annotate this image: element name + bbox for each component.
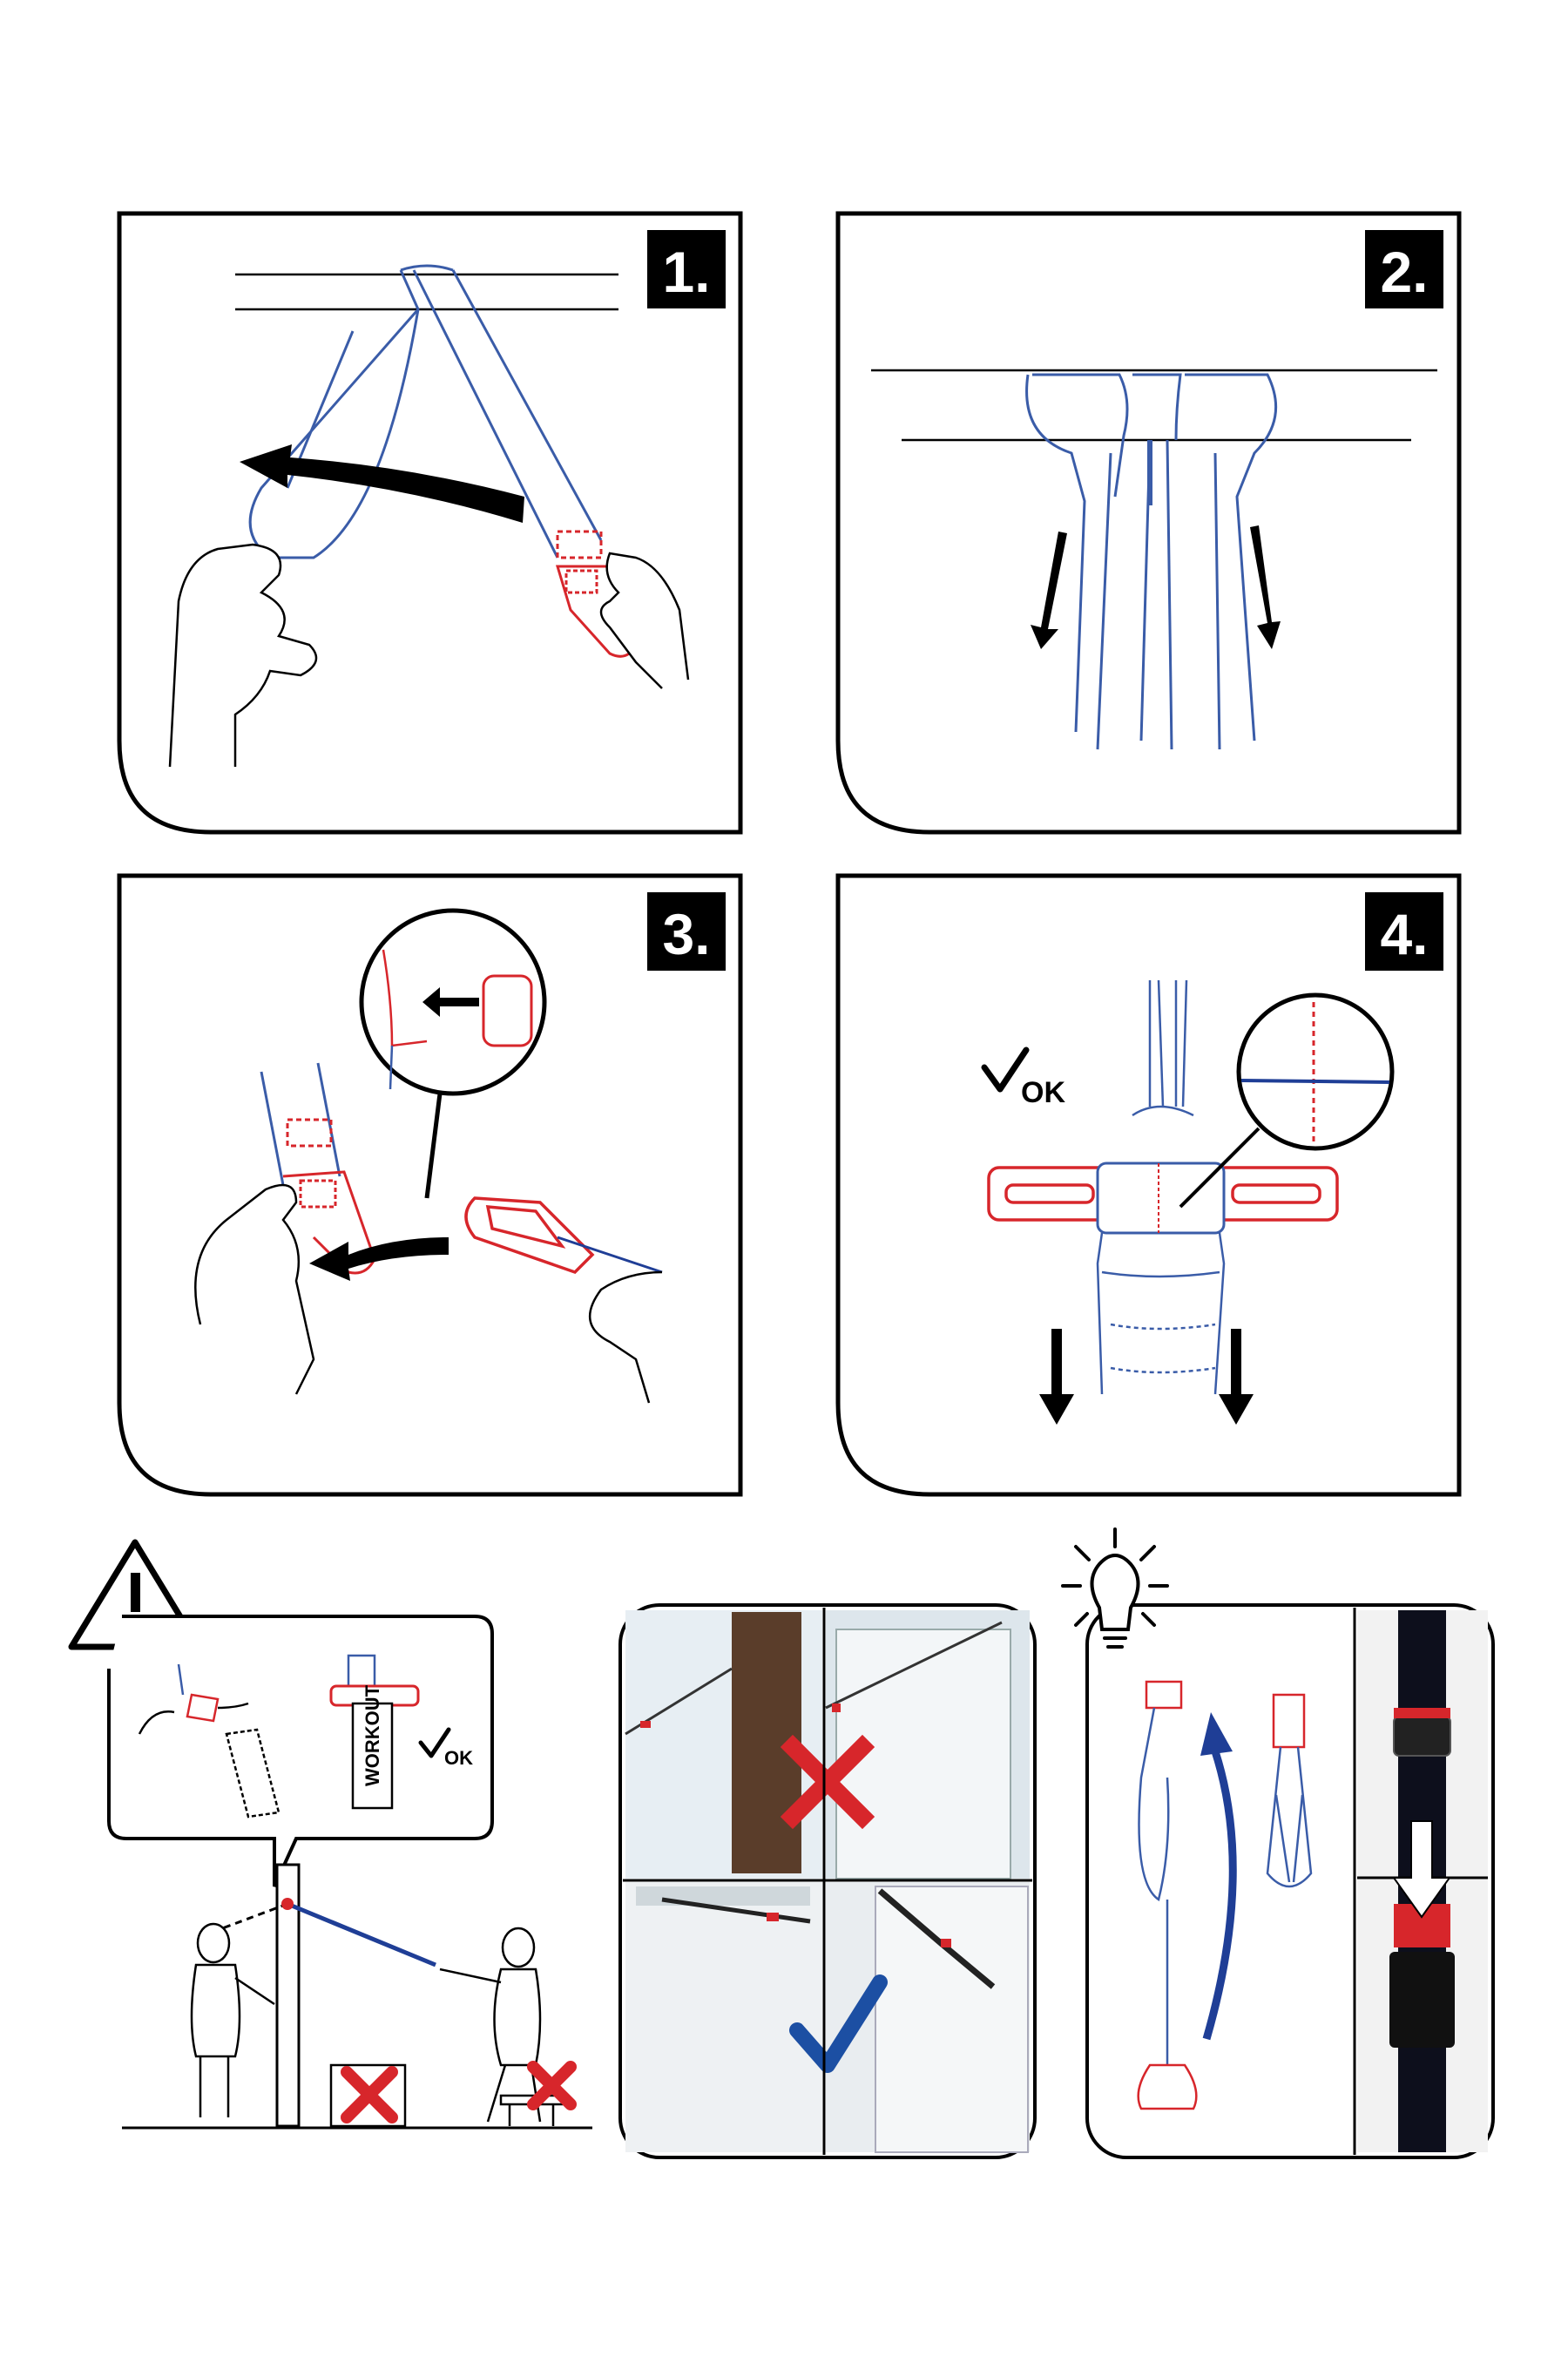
step-3-panel: 3. xyxy=(117,873,743,1497)
arrow-down-icon xyxy=(1219,1329,1254,1425)
arrow-left-icon xyxy=(309,1237,449,1281)
cross-icon xyxy=(527,2061,577,2110)
checkmark-icon xyxy=(418,1727,451,1758)
checkmark-icon xyxy=(789,1974,888,2073)
hand-left xyxy=(168,543,318,768)
hand-right xyxy=(599,552,690,689)
arrow-down-icon xyxy=(1392,1820,1451,1919)
hand-right xyxy=(588,1270,663,1404)
arrow-down-icon xyxy=(1250,525,1281,649)
step-2-panel: 2. xyxy=(835,211,1462,835)
strap xyxy=(248,264,603,559)
step-1-panel: 1. xyxy=(117,211,743,835)
cross-icon xyxy=(341,2066,398,2123)
arrow-down-icon xyxy=(1031,532,1067,649)
step-4-panel: OK 4. xyxy=(835,873,1462,1497)
photo-correct-1 xyxy=(625,1882,822,2152)
strap xyxy=(260,1062,341,1186)
arrow-down-icon xyxy=(1039,1329,1074,1425)
tip-panel xyxy=(1061,1527,1495,2159)
arrow-left-icon xyxy=(422,987,479,1017)
strap-extended xyxy=(1137,1680,1198,2110)
door-photos-panel xyxy=(618,1603,1037,2159)
person-right xyxy=(439,1927,542,2123)
lightbulb-icon xyxy=(1061,1527,1169,1649)
hand-left xyxy=(194,1183,315,1395)
step-3-number: 3. xyxy=(662,902,710,966)
step-4-number: 4. xyxy=(1380,902,1428,966)
product-workout-strap: WORKOUT xyxy=(329,1654,420,1810)
product-logo-text: WORKOUT xyxy=(362,1684,383,1786)
strap-shortened xyxy=(1266,1693,1313,1888)
warning-panel: WORKOUT OK xyxy=(68,1539,592,2130)
arrow-left-icon xyxy=(240,444,524,523)
arrow-up-icon xyxy=(1202,1750,1237,2041)
checkmark-icon xyxy=(981,1046,1030,1093)
step-2-number: 2. xyxy=(1380,240,1428,304)
person-left xyxy=(190,1922,275,2117)
ok-label: OK xyxy=(1021,1076,1065,1109)
step-1-number: 1. xyxy=(662,240,710,304)
warning-ok-label: OK xyxy=(444,1747,473,1769)
cross-icon xyxy=(780,1734,875,1830)
anchor-handles xyxy=(987,1166,1339,1222)
detail-zoom-circle xyxy=(1236,992,1395,1151)
